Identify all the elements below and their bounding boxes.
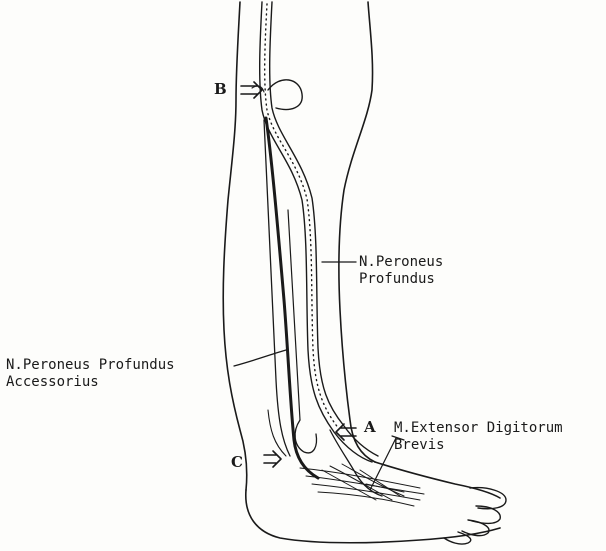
- leg-outline-anterior: [339, 2, 375, 462]
- arrow-b: [241, 82, 262, 98]
- marker-b: B: [214, 80, 227, 98]
- label-peroneus-accessorius-line1: N.Peroneus Profundus: [6, 357, 175, 374]
- knee-prominence: [268, 80, 302, 110]
- marker-a: A: [364, 418, 376, 436]
- label-extensor-line2: Brevis: [394, 437, 563, 454]
- nerve-profundus-inner: [270, 2, 378, 456]
- label-extensor: M.Extensor Digitorum Brevis: [394, 420, 563, 454]
- malleolus: [295, 420, 316, 453]
- label-peroneus-profundus-line1: N.Peroneus: [359, 254, 443, 271]
- pointer-accessorius: [234, 350, 286, 366]
- marker-c: C: [231, 453, 243, 471]
- leg-outline-posterior: [223, 2, 247, 490]
- foot-dorsum: [375, 462, 500, 498]
- arrow-c: [264, 451, 281, 467]
- ankle-inner: [268, 410, 286, 456]
- label-peroneus-profundus: N.Peroneus Profundus: [359, 254, 443, 288]
- label-peroneus-accessorius-line2: Accessorius: [6, 374, 175, 391]
- label-peroneus-profundus-line2: Profundus: [359, 271, 443, 288]
- label-peroneus-accessorius: N.Peroneus Profundus Accessorius: [6, 357, 175, 391]
- label-extensor-line1: M.Extensor Digitorum: [394, 420, 563, 437]
- tibia-line: [264, 120, 290, 456]
